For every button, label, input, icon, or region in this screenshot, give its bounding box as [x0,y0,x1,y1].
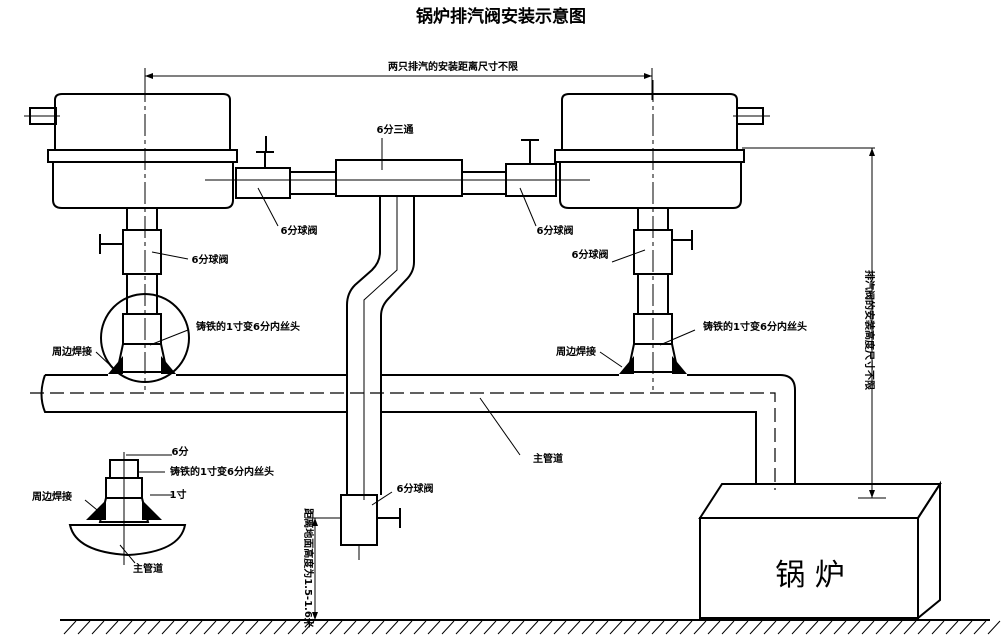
left-vertical-valve-label: 6分球阀 [192,253,229,266]
tee-fitting [335,159,463,197]
drain-pipe [340,196,415,560]
tee-label: 6分三通 [377,123,414,136]
boiler-label: 锅 炉 [775,558,845,593]
diagram-title: 锅炉排汽阀安装示意图 [416,6,586,27]
left-horizontal-valve-label: 6分球阀 [281,224,318,237]
detail-weld-label: 周边焊接 [32,490,72,503]
horizontal-pipe-assembly [205,136,590,199]
right-adapter-label: 铸铁的1寸变6分内丝头 [703,320,807,333]
main-pipe-label: 主管道 [533,452,563,465]
detail-1cun-label: 1寸 [170,488,187,501]
detail-adapter-label: 铸铁的1寸变6分内丝头 [170,465,274,478]
left-vent-tank [24,93,238,209]
right-vertical-valve-label: 6分球阀 [572,248,609,261]
top-dimension-label: 两只排汽的安装距离尺寸不限 [388,60,519,73]
right-height-dimension: 排汽阀的安装高度尺寸不限 [858,148,886,499]
right-horizontal-valve-label: 6分球阀 [537,224,574,237]
right-height-label: 排汽阀的安装高度尺寸不限 [863,270,876,391]
main-pipe [30,374,796,490]
drain-valve-label: 6分球阀 [397,482,434,495]
drain-height-label: 距离地面高度为1.5-1.6米 [302,508,315,629]
ground [60,619,1001,635]
right-vent-tank [554,93,875,209]
boiler: 锅 炉 [698,480,942,621]
right-vertical-assembly [619,207,693,374]
detail-6fen-label: 6分 [172,445,189,458]
drain-height-dimension: 距离地面高度为1.5-1.6米 [302,508,340,629]
drain-ball-valve [340,494,378,546]
left-adapter-label: 铸铁的1寸变6分内丝头 [196,320,300,333]
annotations: 6分三通 6分球阀 6分球阀 6分球阀 6分球阀 铸铁的1寸变6分内丝头 铸铁的… [32,123,807,575]
detail-drawing [68,452,187,565]
detail-main-pipe-label: 主管道 [133,562,163,575]
right-weld-label: 周边焊接 [556,345,596,358]
top-dimension: 两只排汽的安装距离尺寸不限 [144,60,653,100]
left-weld-label: 周边焊接 [52,345,92,358]
